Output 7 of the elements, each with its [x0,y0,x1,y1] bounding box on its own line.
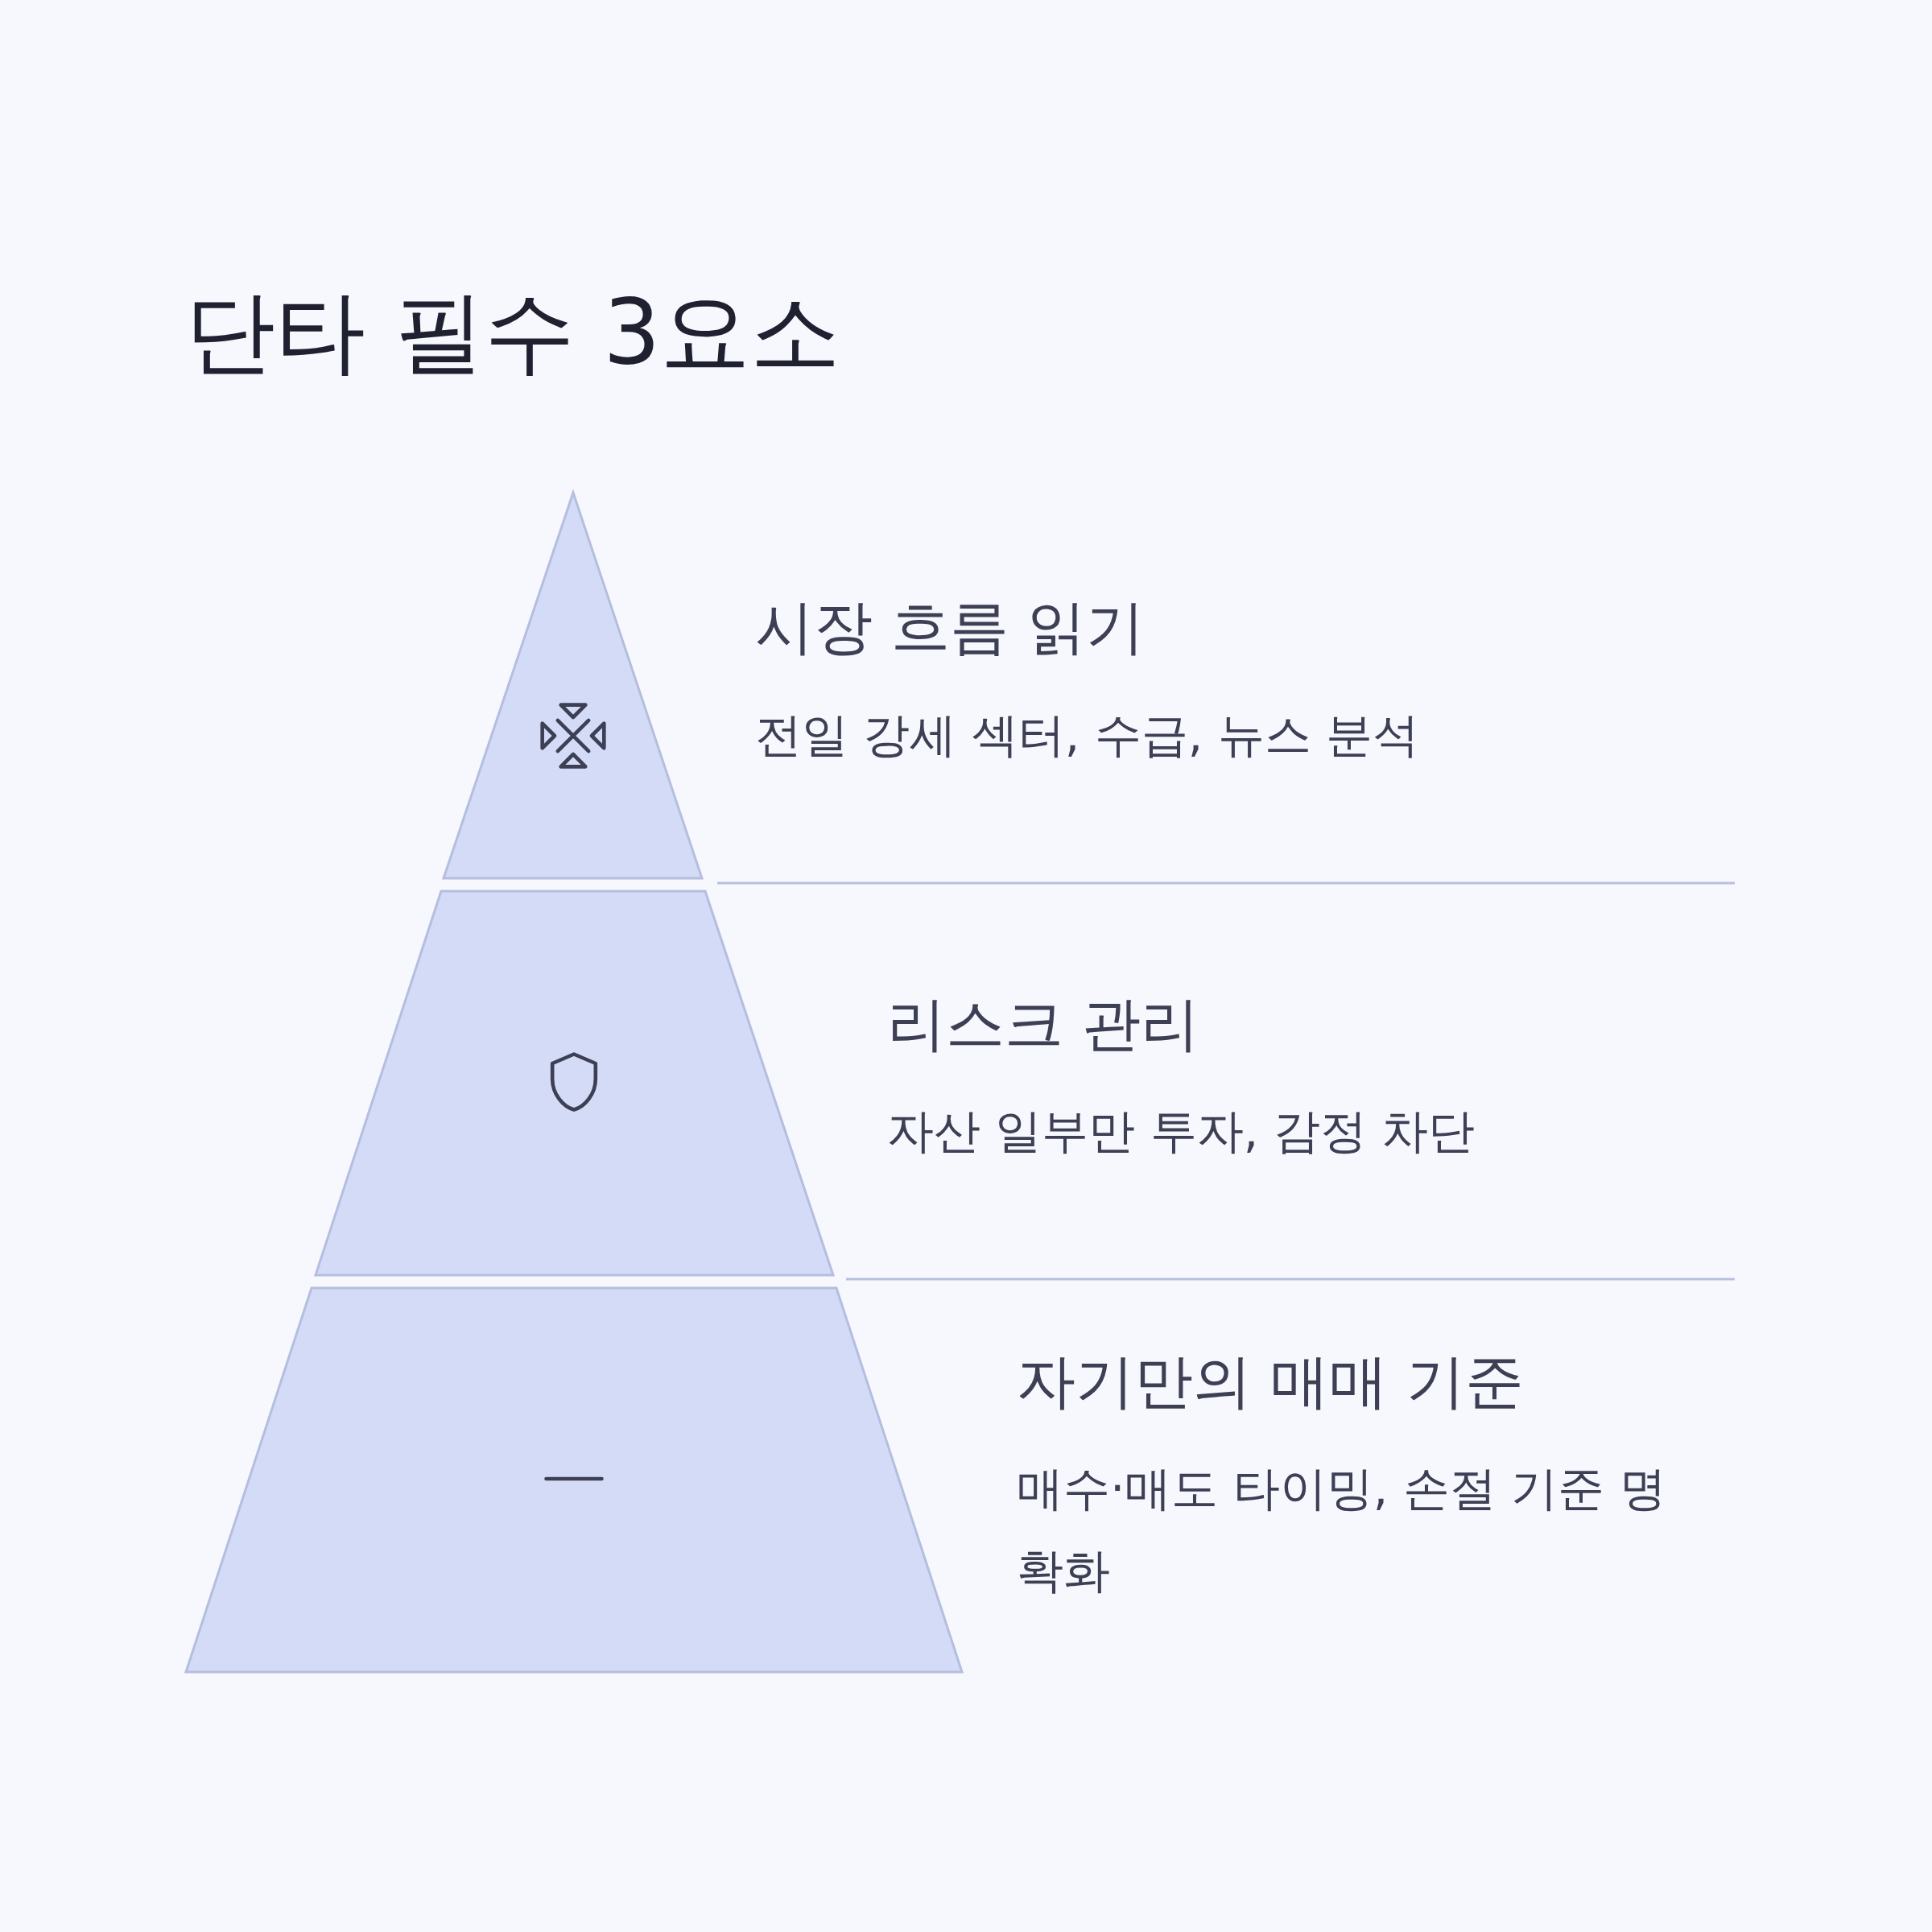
tier-description: 자산 일부만 투자, 감정 차단 [887,1103,1476,1160]
tier-heading: 시장 흐름 읽기 [755,592,1146,663]
tier-description: 매수·매도 타이밍, 손절 기준 명확화 [1017,1460,1667,1600]
tier-heading: 자기만의 매매 기준 [1017,1346,1525,1417]
tier-description: 전일 강세 섹터, 수급, 뉴스 분석 [755,707,1421,764]
tier-heading: 리스크 관리 [887,989,1200,1059]
title: 단타 필수 3요소 [185,279,841,386]
